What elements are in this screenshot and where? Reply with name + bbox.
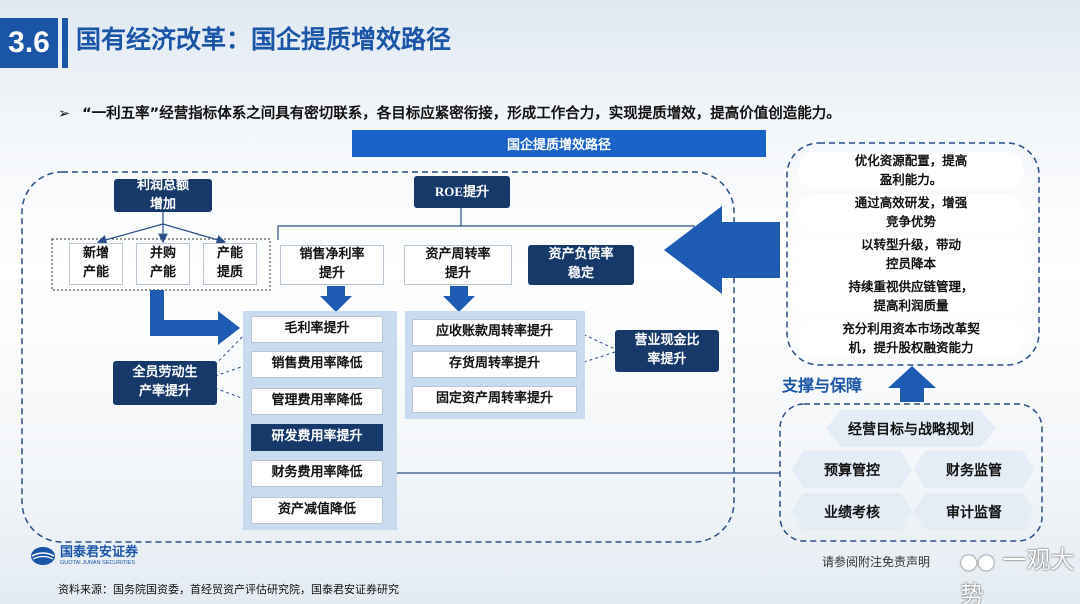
logo-globe-icon bbox=[31, 547, 55, 565]
up-arrow-icon bbox=[888, 366, 936, 402]
margin-item: 资产减值降低 bbox=[251, 497, 383, 524]
arrow-to-new-capacity bbox=[96, 223, 164, 245]
measure-item: 持续重视供应链管理， 提高利润质量 bbox=[798, 278, 1024, 315]
budget-control-hex: 预算管控 bbox=[792, 451, 912, 488]
disclaimer: 请参阅附注免责声明 bbox=[822, 555, 931, 569]
margin-item: 毛利率提升 bbox=[251, 316, 383, 343]
merger-capacity-box: 并购 产能 bbox=[136, 243, 190, 285]
support-title: 支撑与保障 bbox=[782, 376, 863, 395]
section-number: 3.6 bbox=[0, 18, 58, 68]
big-left-arrow-icon bbox=[664, 206, 780, 294]
profit-increase-box: 利润总额 增加 bbox=[114, 178, 212, 212]
labor-productivity-box: 全员劳动生 产率提升 bbox=[113, 361, 217, 405]
roe-bracket bbox=[277, 225, 695, 240]
turnover-item: 存货周转率提升 bbox=[412, 351, 577, 378]
bullet-arrow-icon: ➢ bbox=[58, 106, 71, 122]
cash-ratio-box: 营业现金比 率提升 bbox=[615, 330, 719, 372]
strategy-planning-hex: 经营目标与战略规划 bbox=[826, 410, 996, 447]
measure-item: 优化资源配置，提高 盈利能力。 bbox=[798, 152, 1024, 189]
watermark-text: 一观大势 bbox=[960, 546, 1075, 604]
measure-item: 以转型升级，带动 控员降本 bbox=[798, 236, 1024, 273]
main-frame bbox=[21, 171, 735, 543]
measures-frame bbox=[786, 142, 1040, 366]
measure-item: 通过高效研发，增强 竞争优势 bbox=[798, 194, 1024, 231]
intro-text: “一利五率”经营指标体系之间具有密切联系，各目标应紧密衔接，形成工作合力，实现提… bbox=[82, 106, 841, 122]
margin-item: 财务费用率降低 bbox=[251, 460, 383, 487]
net-margin-box: 销售净利率 提升 bbox=[280, 245, 384, 285]
performance-review-hex: 业绩考核 bbox=[792, 493, 912, 530]
watermark: ●● 一观大势 bbox=[960, 540, 1080, 604]
l-arrow-icon bbox=[150, 290, 240, 345]
financial-supervision-hex: 财务监管 bbox=[914, 451, 1034, 488]
source-note: 资料来源：国务院国资委，首经贸资产评估研究院，国泰君安证券研究 bbox=[58, 583, 399, 596]
company-logo: 国泰君安证券 GUOTAI JUNAN SECURITIES bbox=[30, 546, 138, 566]
margin-item: 销售费用率降低 bbox=[251, 351, 383, 378]
new-capacity-box: 新增 产能 bbox=[69, 243, 123, 285]
down-arrow-icon-turnover bbox=[443, 286, 475, 312]
arrow-to-quality-capacity bbox=[162, 223, 227, 245]
quality-capacity-box: 产能 提质 bbox=[203, 243, 257, 285]
roe-box: ROE提升 bbox=[414, 176, 510, 208]
margin-panel bbox=[243, 311, 397, 530]
diagram-banner: 国企提质增效路径 bbox=[352, 130, 766, 157]
page-title: 国有经济改革：国企提质增效路径 bbox=[76, 25, 452, 54]
margin-item: 管理费用率降低 bbox=[251, 388, 383, 415]
asset-turnover-box: 资产周转率 提升 bbox=[404, 245, 512, 285]
logo-cn: 国泰君安证券 bbox=[60, 545, 139, 560]
margin-item-highlight: 研发费用率提升 bbox=[251, 424, 383, 451]
audit-supervision-hex: 审计监督 bbox=[914, 493, 1034, 530]
down-arrow-icon-margin bbox=[320, 286, 352, 312]
turnover-item: 应收账款周转率提升 bbox=[412, 319, 577, 346]
header-accent-bar bbox=[62, 18, 68, 68]
measure-item: 充分利用资本市场改革契 机，提升股权融资能力 bbox=[798, 320, 1024, 357]
intro-line: ➢ “一利五率”经营指标体系之间具有密切联系，各目标应紧密衔接，形成工作合力，实现… bbox=[58, 102, 841, 123]
wechat-icon: ●● bbox=[960, 549, 995, 573]
debt-ratio-box: 资产负债率 稳定 bbox=[528, 245, 634, 285]
logo-en: GUOTAI JUNAN SECURITIES bbox=[60, 560, 136, 566]
turnover-item: 固定资产周转率提升 bbox=[412, 386, 577, 413]
